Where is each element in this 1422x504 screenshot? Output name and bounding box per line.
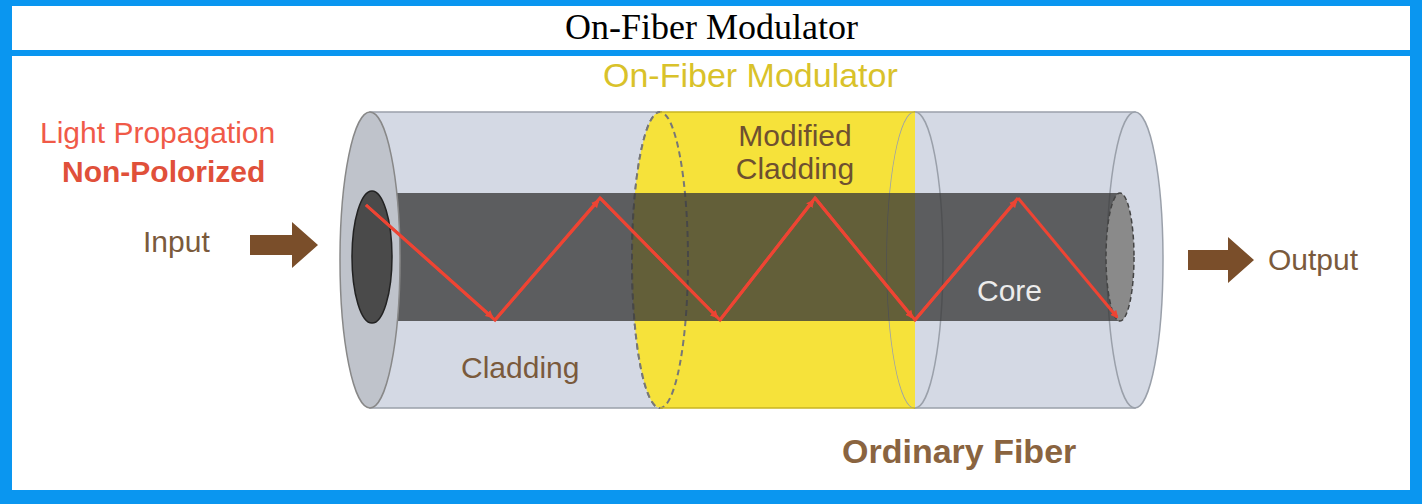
diagram-title: On-Fiber Modulator xyxy=(565,8,858,48)
node-label: Modified Cladding xyxy=(715,119,875,185)
fiber-label: Ordinary Fiber xyxy=(842,433,1076,470)
node-label: Cladding xyxy=(461,351,579,384)
faded-heading: On-Fiber Modulator xyxy=(603,57,898,94)
node-label: Core xyxy=(977,274,1042,307)
input-label: Input xyxy=(143,225,210,258)
annotation: Non-Polorized xyxy=(62,155,265,188)
output-label: Output xyxy=(1268,243,1358,276)
modified-cladding-band: Modified Cladding xyxy=(660,112,915,408)
cladding-section: Cladding xyxy=(340,112,660,408)
annotation: Light Propagation xyxy=(40,116,275,149)
core-section: Core xyxy=(915,112,1135,408)
